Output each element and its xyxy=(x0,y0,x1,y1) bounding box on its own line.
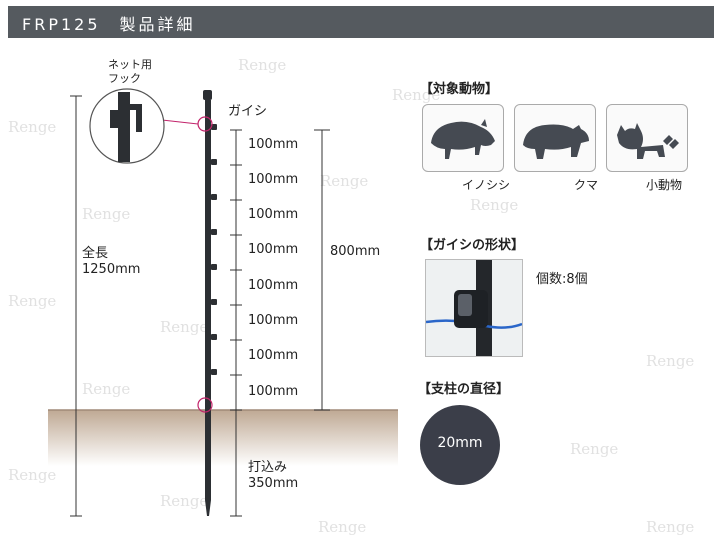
diameter-circle: 20mm xyxy=(420,405,500,485)
animals-title: 【対象動物】 xyxy=(420,82,499,97)
watermark: Renge xyxy=(470,196,519,214)
watermark: Renge xyxy=(570,440,619,458)
spacing-label: 100mm xyxy=(248,242,299,257)
watermark: Renge xyxy=(320,172,369,190)
watermark: Renge xyxy=(238,56,287,74)
spacing-label: 100mm xyxy=(248,384,299,399)
animal-card-boar xyxy=(422,104,504,172)
above-ground-dimension xyxy=(314,129,330,411)
insulator-count: 個数:8個 xyxy=(536,272,588,287)
spacing-label: 100mm xyxy=(248,137,299,152)
bear-icon xyxy=(523,124,589,159)
header-bar: FRP125 製品詳細 xyxy=(8,6,714,38)
total-length-label: 全長 xyxy=(82,246,109,261)
total-length-value: 1250mm xyxy=(82,262,141,277)
callout-line xyxy=(161,119,199,125)
raccoon-icon xyxy=(617,123,679,159)
boar-icon xyxy=(431,119,495,159)
hook-zoom-circle xyxy=(89,88,165,164)
diameter-value: 20mm xyxy=(437,435,483,451)
spacing-label: 100mm xyxy=(248,172,299,187)
watermark: Renge xyxy=(8,118,57,136)
spacing-label: 100mm xyxy=(248,207,299,222)
drive-in-value: 350mm xyxy=(248,476,299,491)
watermark: Renge xyxy=(646,352,695,370)
spacing-label: 100mm xyxy=(248,313,299,328)
spacing-label: 100mm xyxy=(248,278,299,293)
above-ground-value: 800mm xyxy=(330,244,381,259)
post xyxy=(203,90,212,516)
hook-label-line1: ネット用 xyxy=(108,58,152,71)
watermark: Renge xyxy=(82,205,131,223)
animal-label-boar: イノシシ xyxy=(462,178,511,192)
watermark: Renge xyxy=(82,380,131,398)
insulator-label: ガイシ xyxy=(228,104,268,119)
animal-label-small-animal: 小動物 xyxy=(646,178,683,192)
watermark: Renge xyxy=(8,466,57,484)
watermark: Renge xyxy=(646,518,695,536)
watermark: Renge xyxy=(318,518,367,536)
ground-highlight-circle xyxy=(197,397,213,413)
page-title: FRP125 製品詳細 xyxy=(22,15,196,34)
watermark: Renge xyxy=(160,318,209,336)
insulators xyxy=(211,124,217,375)
animal-card-bear xyxy=(514,104,596,172)
insulator-photo xyxy=(425,259,523,357)
watermark: Renge xyxy=(8,292,57,310)
spacing-dimension xyxy=(230,129,242,517)
animal-card-raccoon xyxy=(606,104,688,172)
drive-in-label: 打込み xyxy=(248,460,288,475)
ground-area xyxy=(48,410,398,466)
watermark: Renge xyxy=(392,86,441,104)
insulator-illustration xyxy=(426,260,522,356)
watermark: Renge xyxy=(160,492,209,510)
hook-label-line2: フック xyxy=(108,72,141,85)
total-length-dimension xyxy=(70,95,82,517)
insulator-shape-title: 【ガイシの形状】 xyxy=(420,238,525,253)
spacing-label: 100mm xyxy=(248,348,299,363)
animal-label-bear: クマ xyxy=(574,178,599,192)
diameter-title: 【支柱の直径】 xyxy=(418,382,510,397)
